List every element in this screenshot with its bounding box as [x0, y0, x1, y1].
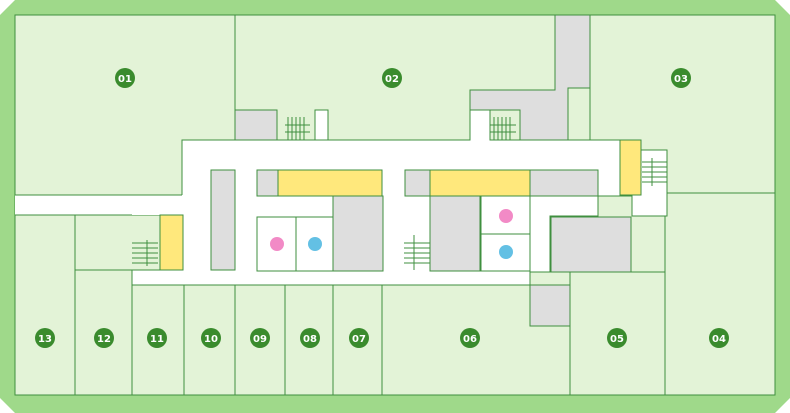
room-label-12: 12	[97, 334, 111, 345]
room-label-08: 08	[303, 334, 317, 345]
room-badge-04[interactable]: 04	[709, 328, 729, 348]
room-label-04: 04	[712, 334, 726, 345]
core-bottom	[529, 284, 571, 327]
core-top-right	[469, 14, 591, 141]
room-badge-01[interactable]: 01	[115, 68, 135, 88]
room-badge-08[interactable]: 08	[300, 328, 320, 348]
stairs-icon	[285, 117, 310, 140]
highlight-area-4[interactable]	[619, 139, 642, 196]
room-badge-11[interactable]: 11	[147, 328, 167, 348]
stairs-icon	[490, 117, 516, 140]
highlight-area-1[interactable]	[277, 169, 383, 197]
room-badge-02[interactable]: 02	[382, 68, 402, 88]
room-label-05: 05	[610, 334, 624, 345]
room-04[interactable]	[664, 192, 776, 396]
room-label-01: 01	[118, 74, 132, 85]
core-mid-2	[529, 169, 599, 197]
core-left-column	[210, 169, 236, 271]
highlight-area-3[interactable]	[159, 214, 184, 271]
women-restroom-icon	[270, 237, 284, 251]
room-badge-05[interactable]: 05	[607, 328, 627, 348]
men-restroom-icon	[308, 237, 322, 251]
room-label-06: 06	[463, 334, 477, 345]
stairs-icon	[404, 235, 430, 270]
stairs-icon	[132, 240, 158, 266]
core-small-1	[256, 169, 279, 197]
room-label-02: 02	[385, 74, 399, 85]
room-badge-09[interactable]: 09	[250, 328, 270, 348]
room-label-07: 07	[352, 334, 366, 345]
room-badge-12[interactable]: 12	[94, 328, 114, 348]
room-badge-13[interactable]: 13	[35, 328, 55, 348]
core-small-2	[404, 169, 431, 197]
room-badge-07[interactable]: 07	[349, 328, 369, 348]
core-top-left	[234, 109, 278, 141]
room-badge-03[interactable]: 03	[671, 68, 691, 88]
room-label-13: 13	[38, 334, 52, 345]
core-mid-3	[429, 195, 481, 272]
room-label-09: 09	[253, 334, 267, 345]
room-badge-06[interactable]: 06	[460, 328, 480, 348]
room-13[interactable]	[14, 214, 76, 396]
room-label-11: 11	[150, 334, 164, 345]
stairs-icon	[642, 158, 667, 186]
men-restroom-icon	[499, 245, 513, 259]
corridor-west	[15, 195, 183, 215]
core-mid-1	[332, 195, 384, 272]
highlight-area-2[interactable]	[429, 169, 531, 197]
room-label-10: 10	[204, 334, 218, 345]
core-right	[550, 216, 632, 273]
room-label-03: 03	[674, 74, 688, 85]
room-badge-10[interactable]: 10	[201, 328, 221, 348]
women-restroom-icon	[499, 209, 513, 223]
restroom-men-right	[480, 233, 531, 272]
